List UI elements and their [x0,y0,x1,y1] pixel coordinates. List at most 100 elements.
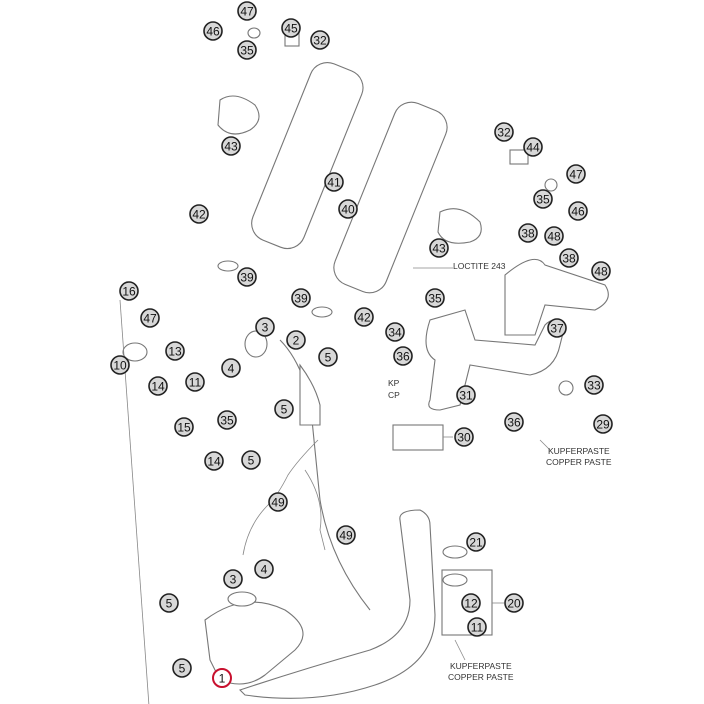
callout-47: 47 [566,164,586,184]
callout-number: 36 [507,416,521,430]
callout-40: 40 [338,199,358,219]
callout-number: 33 [587,379,601,393]
callout-32: 32 [310,30,330,50]
callout-5: 5 [274,399,294,419]
callout-number: 32 [497,126,511,140]
callout-number: 35 [536,193,550,207]
callout-41: 41 [324,172,344,192]
callout-circle [494,122,514,142]
callout-11: 11 [185,372,205,392]
callout-number: 4 [228,362,235,376]
callout-number: 29 [596,418,610,432]
callout-5: 5 [318,347,338,367]
hanger-bracket-43a [217,95,260,135]
callout-33: 33 [584,375,604,395]
callout-number: 5 [281,403,288,417]
callout-circle [591,261,611,281]
callout-38: 38 [518,223,538,243]
callout-14: 14 [204,451,224,471]
callout-10: 10 [110,355,130,375]
callout-1: 1 [212,668,232,688]
callout-number: 39 [294,292,308,306]
callout-32: 32 [494,122,514,142]
callout-5: 5 [172,658,192,678]
callout-12: 12 [461,593,481,613]
callout-number: 5 [248,454,255,468]
callout-circle [456,385,476,405]
callout-2: 2 [286,330,306,350]
muffler-40 [333,101,448,294]
callout-number: 11 [471,621,484,635]
callout-number: 5 [325,351,332,365]
callout-circle [504,593,524,613]
callout-circle [518,223,538,243]
callout-number: 21 [469,536,483,550]
callout-circle [174,417,194,437]
callout-circle [203,21,223,41]
callout-circle [274,399,294,419]
callout-number: 45 [284,22,298,36]
callout-number: 47 [240,5,254,19]
callout-circle [467,617,487,637]
callout-circle [254,559,274,579]
callout-49: 49 [268,492,288,512]
callout-42: 42 [189,204,209,224]
callout-14: 14 [148,376,168,396]
callout-5: 5 [159,593,179,613]
callout-number: 46 [206,25,220,39]
callout-number: 48 [594,265,608,279]
callout-number: 44 [526,141,540,155]
callout-number: 32 [313,34,327,48]
callout-circle [568,201,588,221]
callout-11: 11 [467,617,487,637]
callout-31: 31 [456,385,476,405]
callout-38: 38 [559,248,579,268]
callout-circle [393,346,413,366]
callout-number: 34 [388,326,402,340]
callout-number: 10 [113,359,127,373]
callout-circle [461,593,481,613]
callout-circle [110,355,130,375]
note-loctite: LOCTITE 243 [453,261,506,271]
callout-30: 30 [454,427,474,447]
kit-box-30 [392,424,444,451]
callout-circle [338,199,358,219]
callout-circle [204,451,224,471]
callout-3: 3 [255,317,275,337]
callout-number: 48 [547,230,561,244]
callout-circle [172,658,192,678]
callout-circle [148,376,168,396]
callout-circle [336,525,356,545]
callout-number: 11 [189,376,202,390]
callout-number: 2 [293,334,300,348]
callout-16: 16 [119,281,139,301]
callout-circle [324,172,344,192]
callout-circle [466,532,486,552]
callout-number: 14 [151,380,165,394]
callout-3: 3 [223,569,243,589]
callout-circle [584,375,604,395]
hanger-bracket-43b [437,208,482,244]
callout-39: 39 [291,288,311,308]
callout-47: 47 [237,1,257,21]
callout-15: 15 [174,417,194,437]
callout-39: 39 [237,267,257,287]
callout-46: 46 [203,21,223,41]
callout-number: 14 [207,455,221,469]
callout-circle [268,492,288,512]
callout-number: 31 [459,389,473,403]
callout-circle [523,137,543,157]
callout-circle [237,267,257,287]
callout-44: 44 [523,137,543,157]
callout-circle [237,1,257,21]
note-kupferpaste-2: KUPFERPASTE [450,661,512,671]
callout-21: 21 [466,532,486,552]
callout-circle [310,30,330,50]
callout-number: 49 [339,529,353,543]
callout-37: 37 [547,318,567,338]
callout-number: 1 [219,672,226,686]
callout-circle [454,427,474,447]
callout-20: 20 [504,593,524,613]
callout-number: 5 [166,597,173,611]
